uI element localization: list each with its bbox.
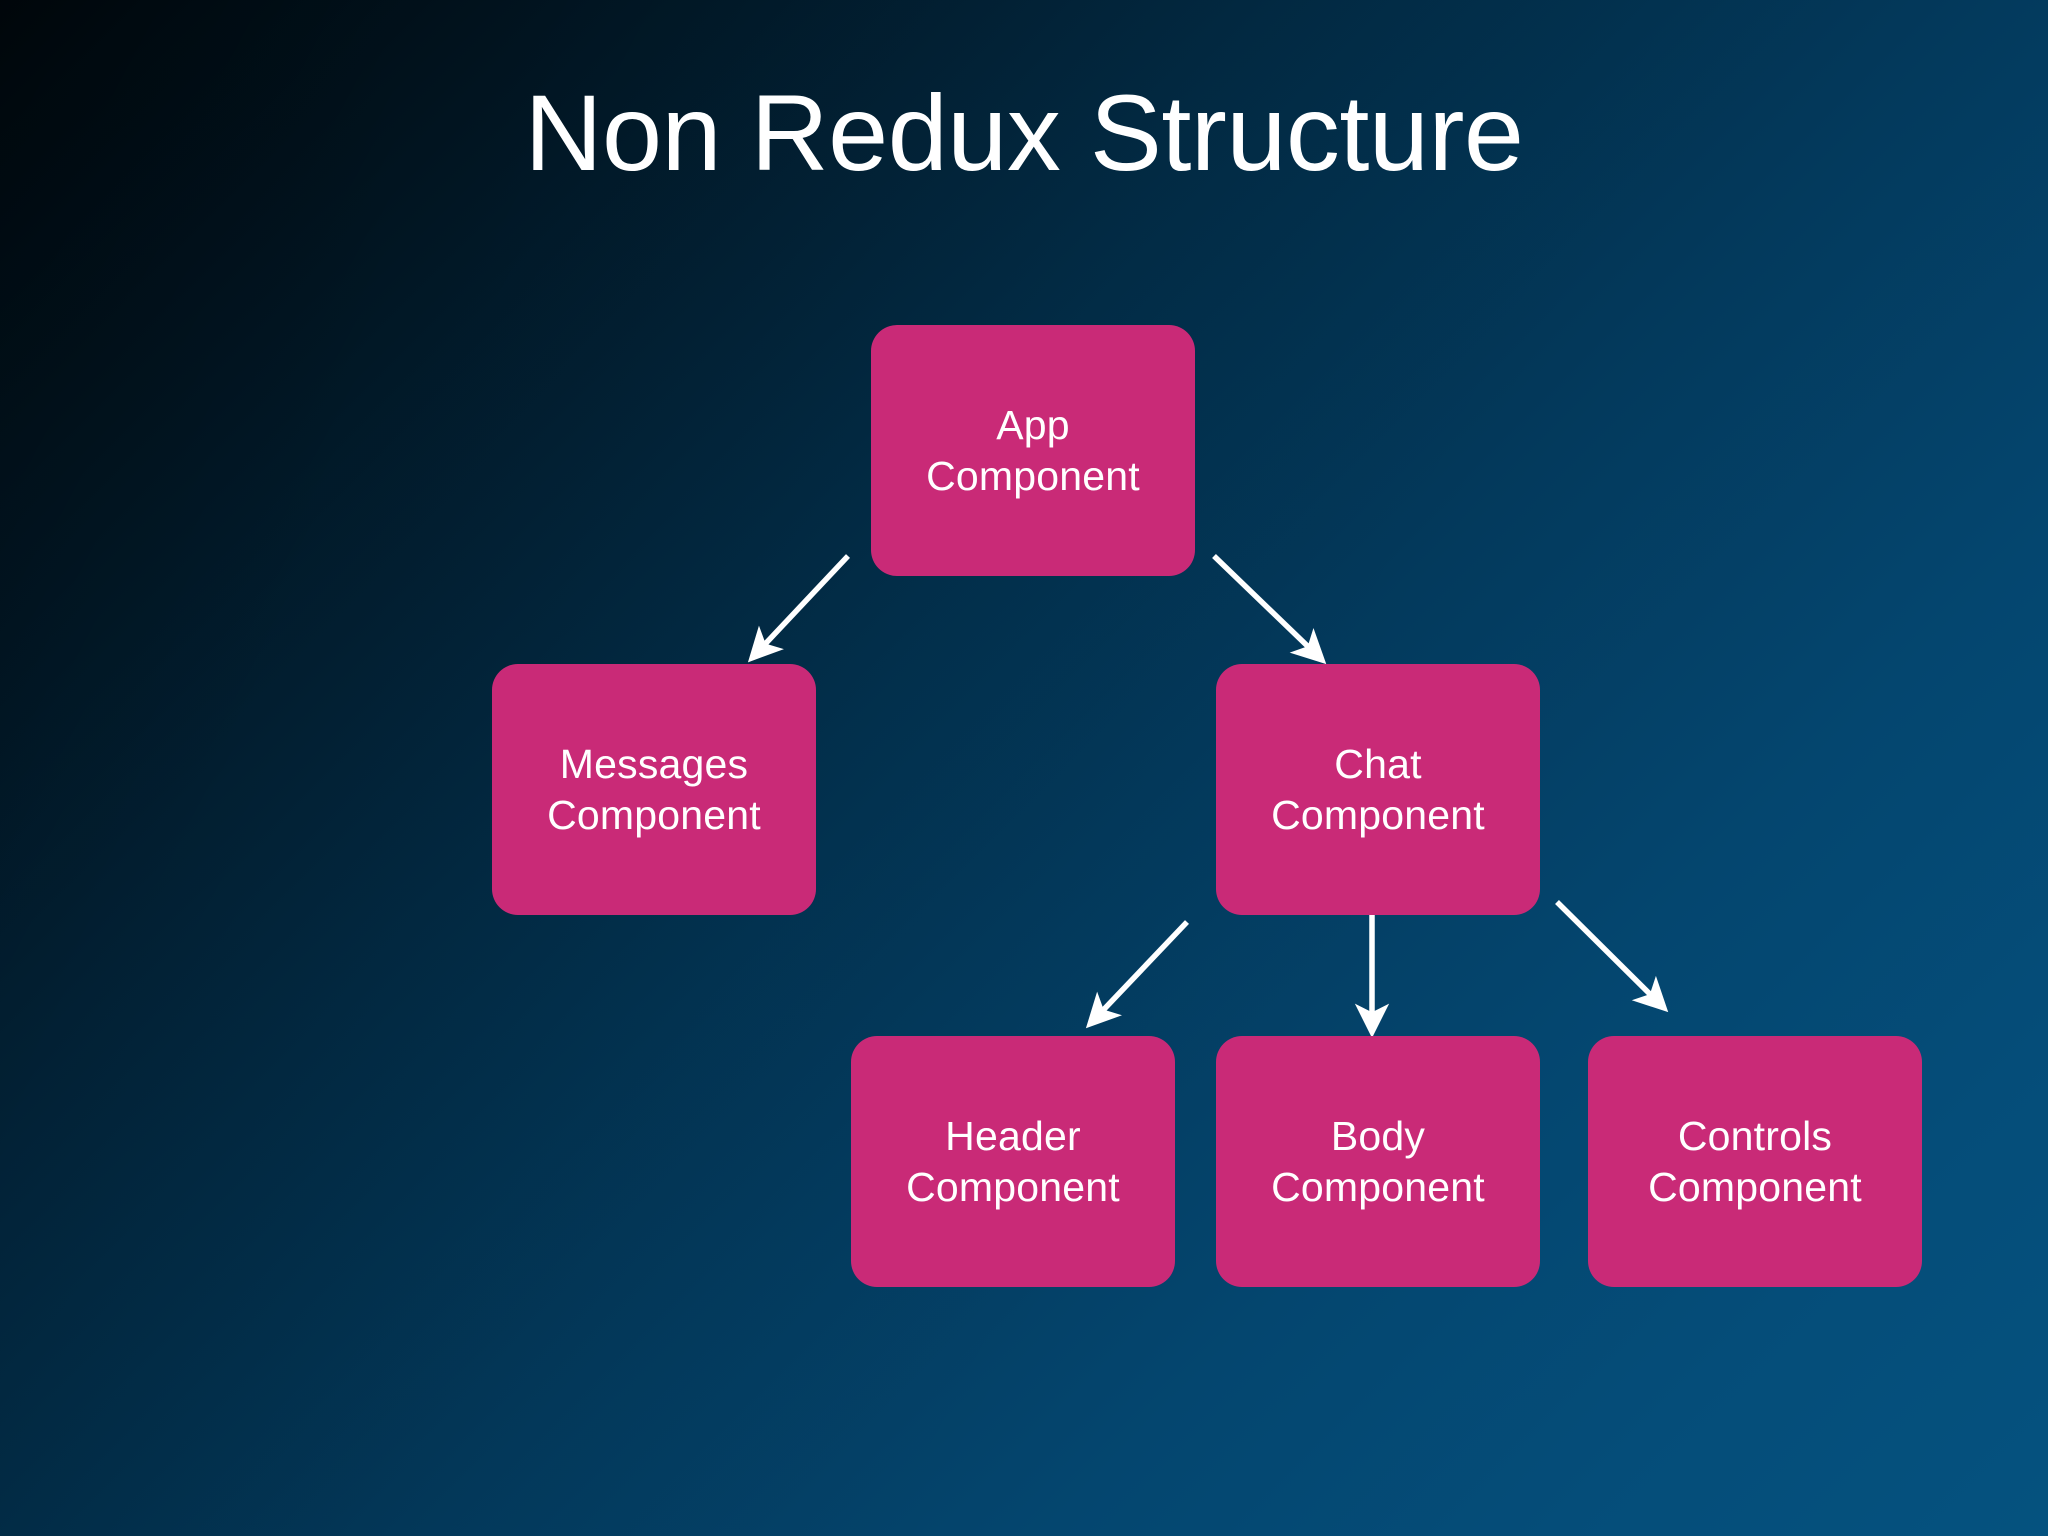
node-header-line1: Header <box>945 1113 1081 1160</box>
node-body-line2: Component <box>1271 1163 1485 1210</box>
arrow-chat-to-controls <box>1555 900 1669 1013</box>
node-header-line2: Component <box>906 1163 1120 1210</box>
arrow-app-to-chat <box>1212 554 1327 665</box>
node-controls-line1: Controls <box>1677 1113 1833 1160</box>
arrow-chat-to-header <box>1085 920 1189 1029</box>
page-title: Non Redux Structure <box>524 72 1525 193</box>
node-body-component[interactable]: Body Component <box>1216 1036 1540 1287</box>
node-messages-line1: Messages <box>559 741 749 788</box>
node-app-component[interactable]: App Component <box>871 325 1195 576</box>
node-header-component[interactable]: Header Component <box>851 1036 1175 1287</box>
node-controls-line2: Component <box>1648 1163 1862 1210</box>
node-messages-line2: Component <box>547 791 761 838</box>
node-app-line1: App <box>996 402 1070 449</box>
node-controls-component[interactable]: Controls Component <box>1588 1036 1922 1287</box>
node-chat-line1: Chat <box>1334 741 1422 788</box>
node-chat-line2: Component <box>1271 791 1485 838</box>
node-body-line1: Body <box>1330 1113 1426 1160</box>
node-messages-component[interactable]: Messages Component <box>492 664 816 915</box>
node-chat-component[interactable]: Chat Component <box>1216 664 1540 915</box>
node-app-line2: Component <box>926 452 1140 499</box>
arrow-app-to-messages <box>747 554 851 663</box>
